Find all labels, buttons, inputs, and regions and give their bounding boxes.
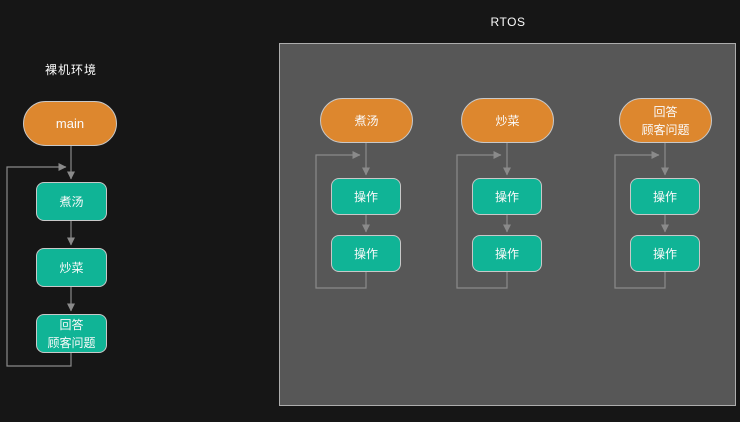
bare-metal-label: 裸机环境 [44,63,97,77]
node-label: 顾客问题 [641,122,690,137]
node-label: 操作 [652,189,677,204]
node-label: 操作 [353,246,378,261]
rtos-label: RTOS [490,15,526,29]
answer-questions-node: 回答 顾客问题 [36,314,107,353]
node-label: 煮汤 [59,194,84,209]
task2-loop-arrow [456,151,508,289]
node-label: 炒菜 [495,113,520,128]
rtos-cook-soup-op-1: 操作 [331,178,401,215]
node-label: 炒菜 [59,260,84,275]
stir-fry-node: 炒菜 [36,248,107,287]
task3-loop-arrow [614,151,666,289]
node-label: 回答 [59,317,84,332]
rtos-stir-fry-op-1: 操作 [472,178,542,215]
node-label: 煮汤 [354,113,379,128]
task1-loop-arrow [315,151,367,289]
node-label: 操作 [494,246,519,261]
rtos-task-stir-fry: 炒菜 [461,98,554,143]
node-label: 操作 [494,189,519,204]
rtos-cook-soup-op-2: 操作 [331,235,401,272]
rtos-answer-questions-op-1: 操作 [630,178,700,215]
rtos-stir-fry-op-2: 操作 [472,235,542,272]
node-label: 回答 [653,104,678,119]
node-label: 顾客问题 [47,335,96,350]
rtos-task-cook-soup: 煮汤 [320,98,413,143]
node-label: main [55,115,85,131]
main-node: main [23,101,117,146]
bare-metal-loop-arrow [6,163,72,367]
node-label: 操作 [353,189,378,204]
rtos-answer-questions-op-2: 操作 [630,235,700,272]
cook-soup-node: 煮汤 [36,182,107,221]
rtos-task-answer-questions: 回答 顾客问题 [619,98,712,143]
node-label: 操作 [652,246,677,261]
